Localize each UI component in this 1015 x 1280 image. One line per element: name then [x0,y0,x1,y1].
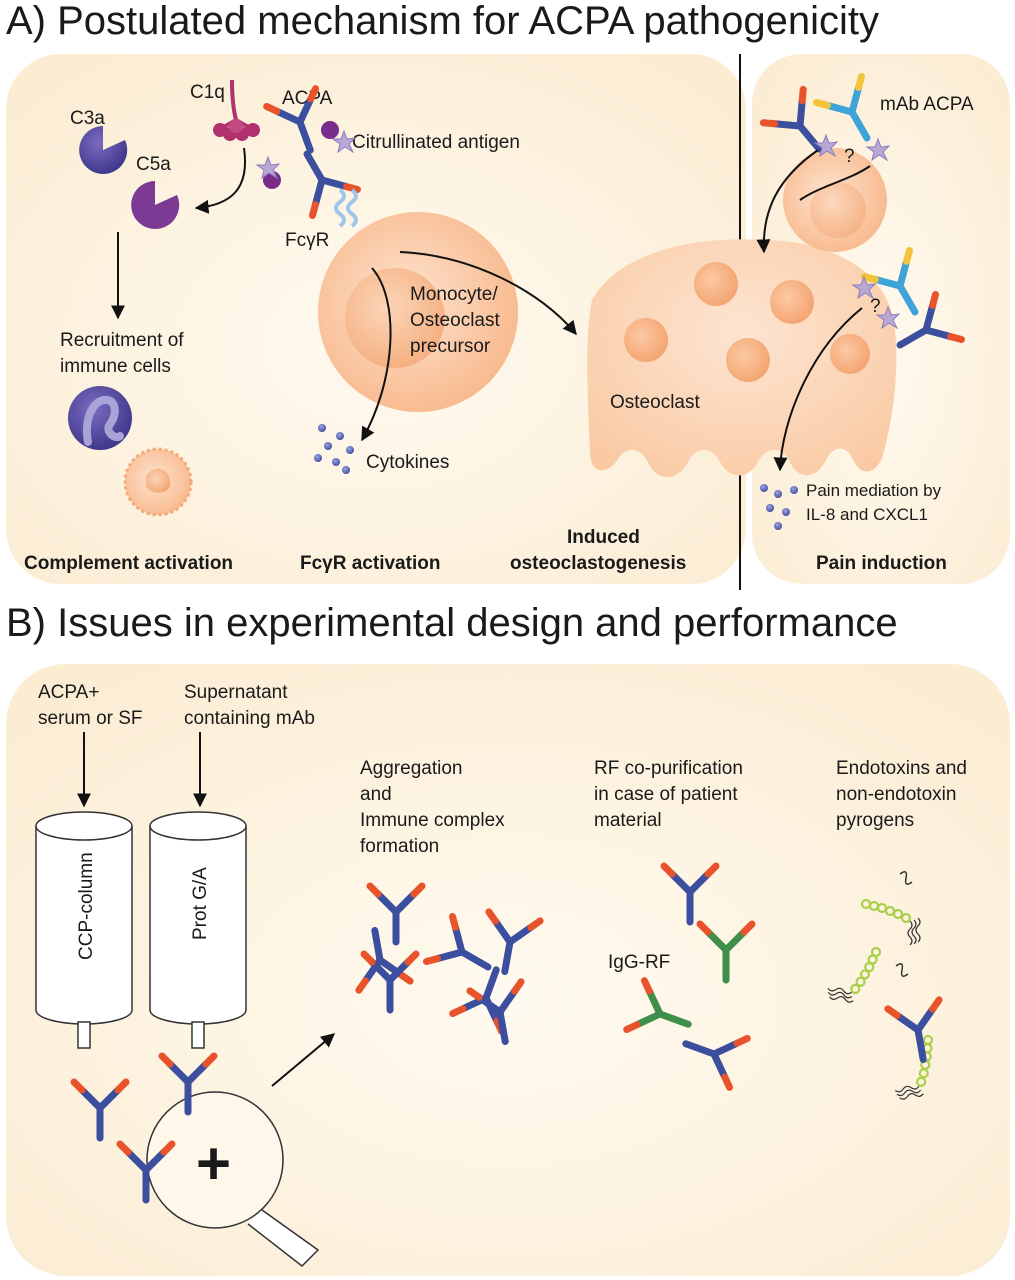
endotoxins-label-line2: non-endotoxin [836,784,956,805]
question-mark-1: ? [844,146,855,167]
section-induced-line1: Induced [567,527,640,548]
question-mark-2: ? [870,296,881,317]
fcgr-label: FcγR [285,230,329,251]
pain-cell [783,148,887,252]
section-complement-activation: Complement activation [24,553,233,574]
endotoxins-label-line1: Endotoxins and [836,758,967,779]
prot-ga-column [149,811,247,1049]
arrow-monocyte-to-cytokines [361,267,392,442]
recruitment-label-line2: immune cells [60,356,171,377]
c1q-icon [213,79,260,141]
citrullinated-antigen-label: Citrullinated antigen [352,132,520,153]
aggregation-label-line1: Aggregation [360,758,462,779]
aggregation-label-line4: formation [360,836,439,857]
pain-mediation-label-line2: IL-8 and CXCL1 [806,505,928,524]
arrow-to-pain-mediation [773,307,863,472]
pain-cytokine-dots [760,484,798,530]
cytokines-label: Cytokines [366,452,449,473]
aggregation-label-line2: and [360,784,392,805]
acpa-serum-label-line1: ACPA+ [38,682,99,703]
c3a-label: C3a [70,108,105,129]
monocyte-label-line3: precursor [410,336,491,357]
ccp-column-label: CCP-column [76,852,97,960]
neutrophil-icon [68,386,132,450]
rf-label-line3: material [594,810,662,831]
mab-acpa-label: mAb ACPA [880,94,974,115]
rf-label-line2: in case of patient [594,784,738,805]
magnifying-glass-icon [146,1091,320,1267]
endotoxins-label-line3: pyrogens [836,810,914,831]
prot-ga-label: Prot G/A [190,867,211,940]
immune-cell-icon [123,447,193,517]
supernatant-label-line2: containing mAb [184,708,315,729]
arrow-monocyte-to-osteoclast [399,251,577,336]
c5a-label: C5a [136,154,171,175]
cytokine-dots [314,424,354,474]
arrow-mab-to-osteoclast [756,149,819,254]
aggregation-label-line3: Immune complex [360,810,505,831]
ccp-column [35,811,133,1049]
c1q-label: C1q [190,82,225,103]
panel-b-title: B) Issues in experimental design and per… [6,601,898,645]
section-pain-induction: Pain induction [816,553,947,574]
monocyte-label-line2: Osteoclast [410,310,500,331]
rf-label-line1: RF co-purification [594,758,743,779]
pain-mediation-label-line1: Pain mediation by [806,481,942,500]
pyrogen-squiggle-1 [899,871,913,885]
plus-sign: + [196,1130,231,1197]
igg-rf-label: IgG-RF [608,952,670,973]
acpa-serum-label-line2: serum or SF [38,708,143,729]
c3a-icon [79,126,128,174]
c5a-icon [131,181,180,229]
section-induced-line2: osteoclastogenesis [510,553,686,574]
acpa-immune-complex [256,89,358,228]
monocyte-label-line1: Monocyte/ [410,284,498,305]
panel-a-title: A) Postulated mechanism for ACPA pathoge… [6,0,879,43]
supernatant-label-line1: Supernatant [184,682,288,703]
arrow-c1q-to-complement [194,147,247,214]
pyrogen-squiggle-2 [895,963,909,977]
osteoclast-cell [587,239,897,477]
monocyte-cell [318,212,518,412]
section-fcgr-activation: FcγR activation [300,553,440,574]
osteoclast-label: Osteoclast [610,392,700,413]
recruitment-label-line1: Recruitment of [60,330,184,351]
arrow-connector [799,165,871,201]
arrow-to-aggregation [271,1033,336,1087]
